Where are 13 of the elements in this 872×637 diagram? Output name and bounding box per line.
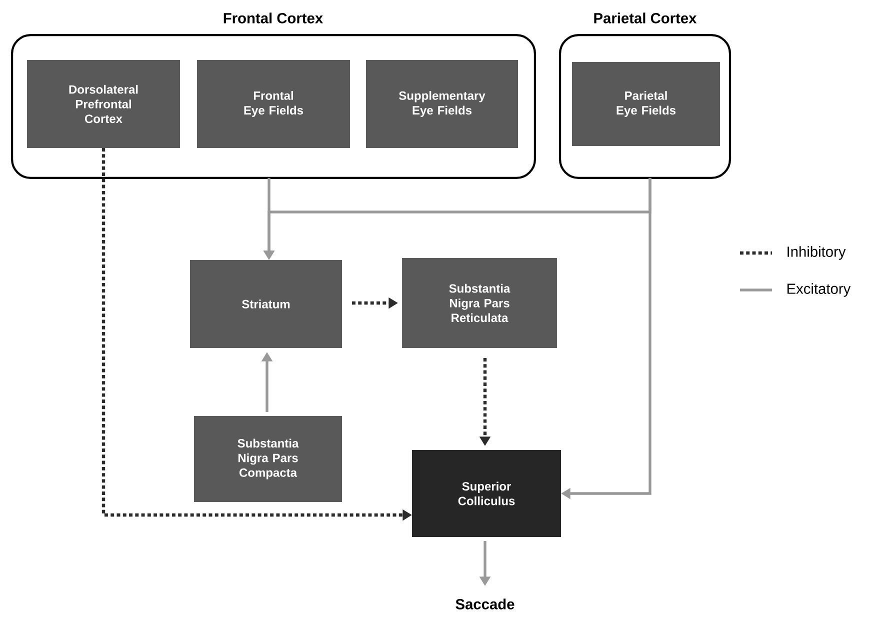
- region-box: Superior Colliculus: [412, 450, 562, 537]
- region-box: Substantia Nigra Pars Reticulata: [402, 258, 557, 348]
- outcome-label: Saccade: [456, 598, 514, 610]
- region-box: Substantia Nigra Pars Compacta: [194, 416, 342, 502]
- region-box: Striatum: [190, 260, 342, 348]
- legend-label: Excitatory: [787, 283, 851, 297]
- legend-label: Inhibitory: [788, 246, 846, 260]
- node-label: Parietal Cortex: [594, 12, 697, 24]
- region-box: Dorsolateral Prefrontal Cortex: [26, 60, 180, 148]
- region-box: Supplementary Eye Fields: [366, 60, 518, 148]
- node-label: Frontal Cortex: [224, 12, 323, 24]
- region-box: Parietal Eye Fields: [572, 62, 720, 146]
- region-box: Frontal Eye Fields: [196, 60, 350, 148]
